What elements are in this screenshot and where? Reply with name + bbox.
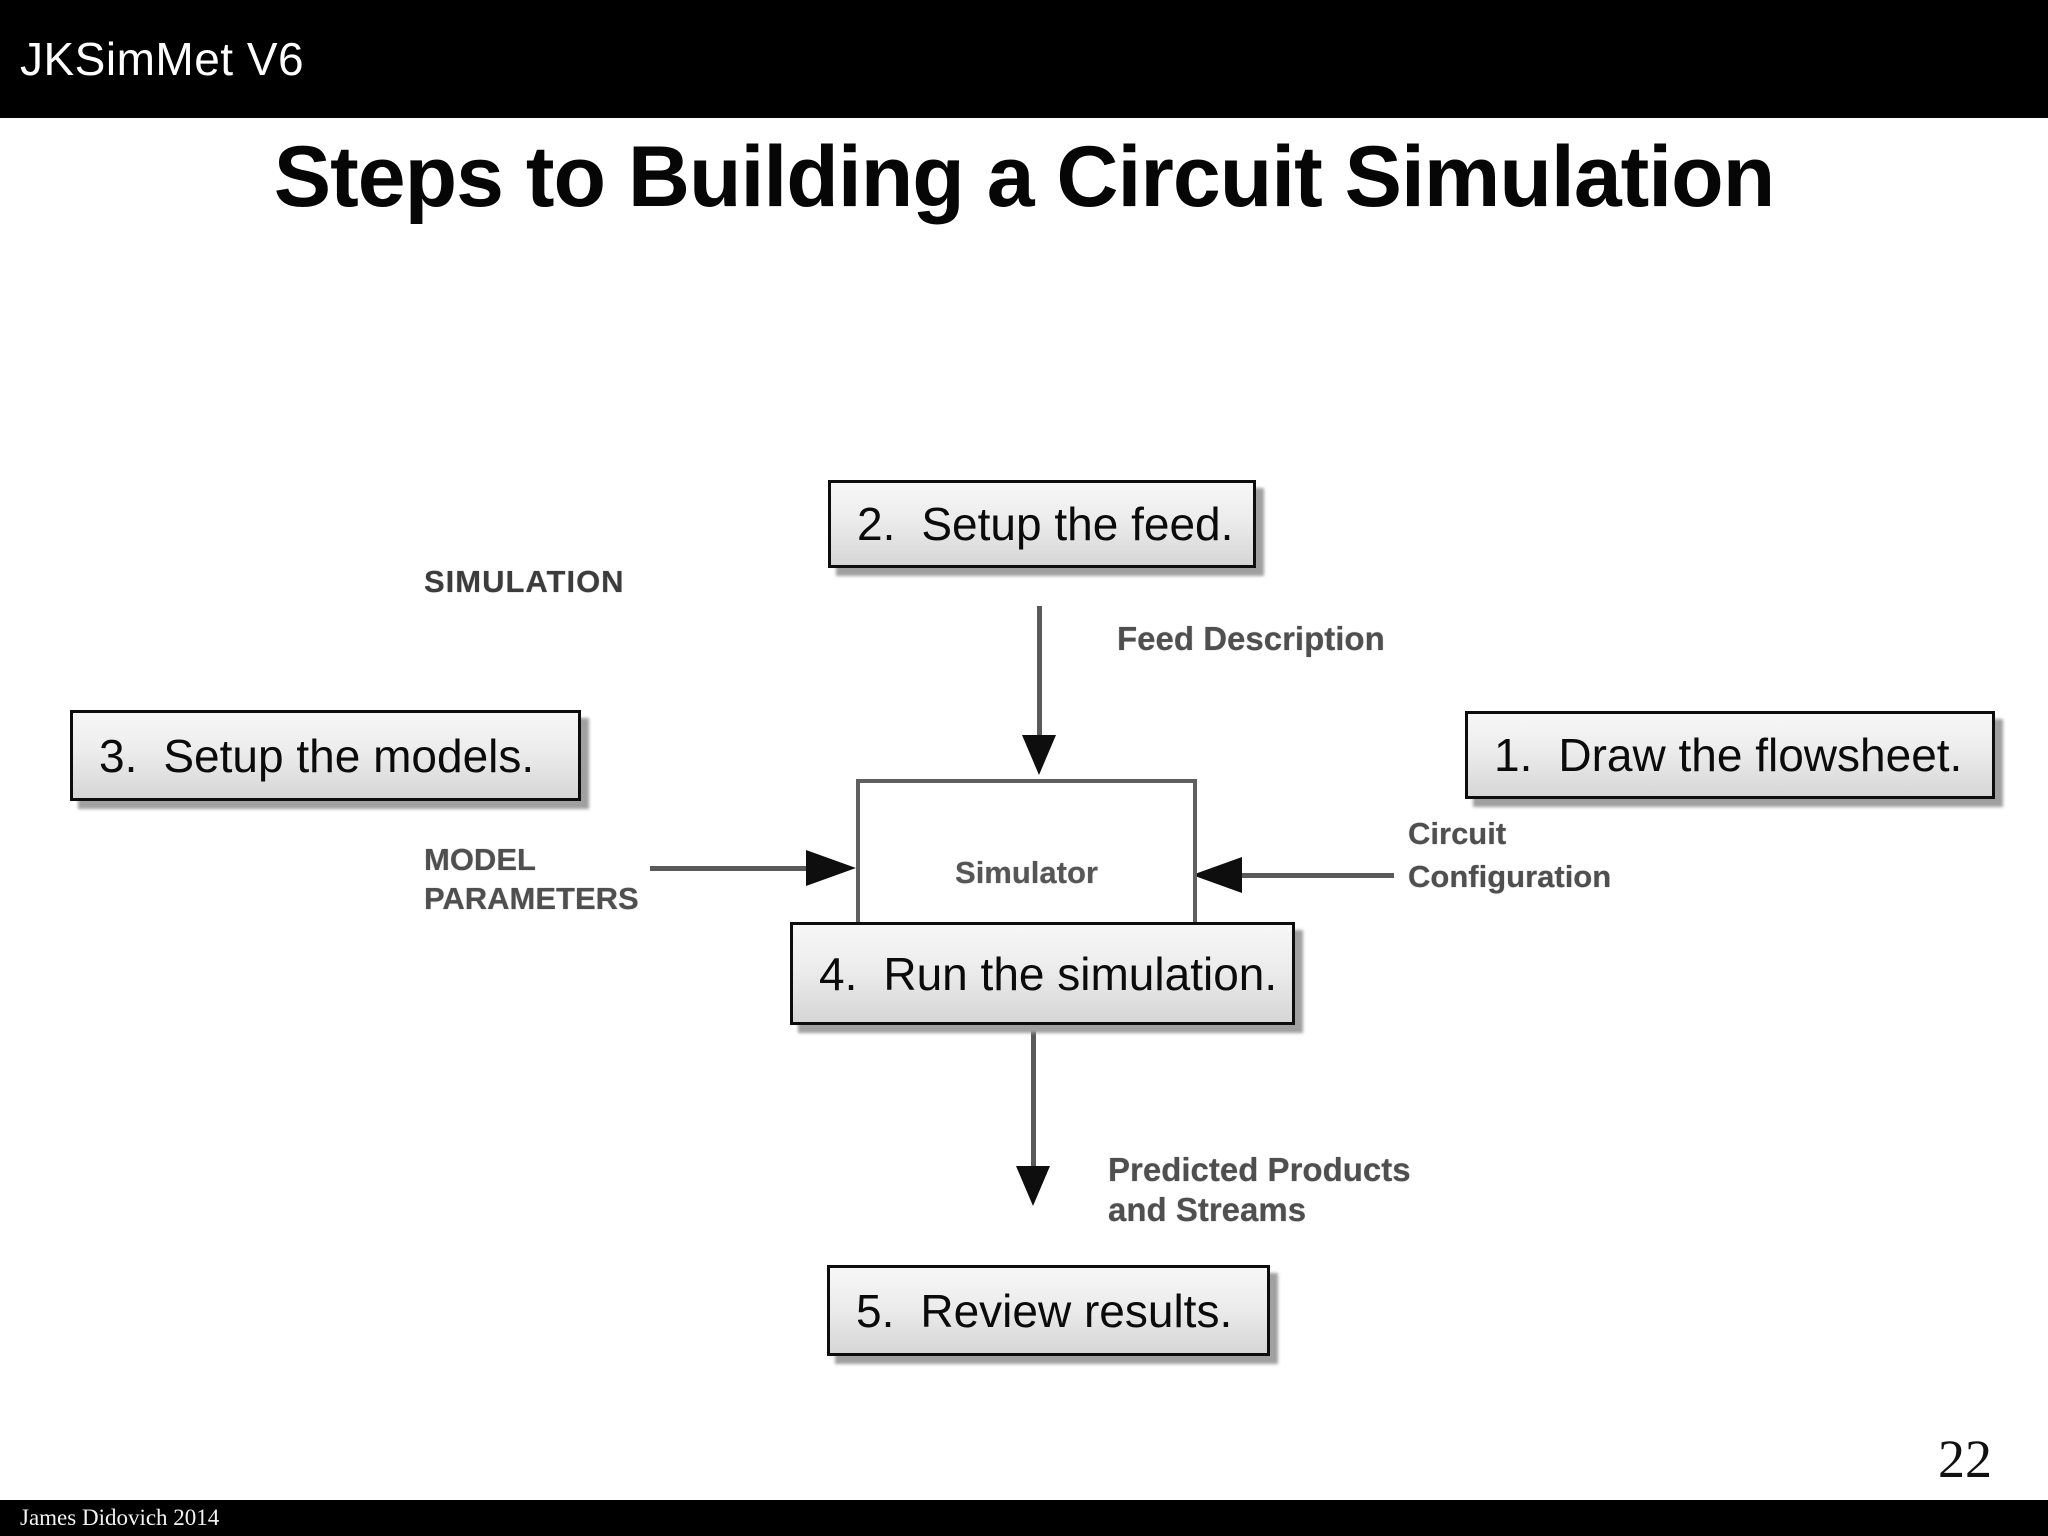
model-parameters-label: MODEL PARAMETERS [424,840,639,918]
circuit-configuration-line1: Circuit [1408,816,1507,851]
circuit-arrow-head-icon [1192,857,1242,893]
output-arrow-line [1031,1028,1036,1168]
feed-arrow-head-icon [1022,735,1056,775]
step-box-setup-feed: 2. Setup the feed. [828,480,1256,568]
step-label: Setup the models. [163,729,535,782]
header-bar: JKSimMet V6 [0,0,2048,118]
step-box-review-results: 5. Review results. [827,1265,1270,1356]
step-box-run-simulation: 4. Run the simulation. [790,922,1295,1025]
model-parameters-line1: MODEL [424,842,536,877]
step-label: Setup the feed. [921,498,1234,550]
step-number: 2. [857,498,896,550]
step-box-setup-models: 3. Setup the models. [70,710,581,801]
model-arrow-head-icon [806,850,856,886]
app-title: JKSimMet V6 [20,33,305,85]
step-number: 1. [1494,729,1533,781]
step-label: Draw the flowsheet. [1558,729,1963,781]
predicted-products-line2: and Streams [1108,1191,1307,1228]
diagram-heading: SIMULATION [424,564,625,599]
simulator-box-label: Simulator [955,855,1098,890]
footer-bar: James Didovich 2014 [0,1500,2048,1536]
model-parameters-line2: PARAMETERS [424,881,639,916]
circuit-configuration-line2: Configuration [1408,859,1612,894]
model-arrow-line [650,866,808,871]
feed-description-label: Feed Description [1117,620,1385,657]
step-box-draw-flowsheet: 1. Draw the flowsheet. [1465,711,1995,799]
step-label: Review results. [920,1284,1233,1337]
circuit-configuration-label: Circuit Configuration [1408,812,1611,898]
page-number: 22 [1938,1429,1992,1489]
predicted-products-label: Predicted Products and Streams [1108,1150,1411,1230]
slide-title: Steps to Building a Circuit Simulation [273,129,1776,225]
circuit-arrow-line [1242,873,1394,878]
step-number: 3. [99,729,138,782]
step-number: 4. [819,947,858,1000]
feed-arrow-line [1037,606,1042,738]
step-label: Run the simulation. [883,947,1278,1000]
predicted-products-line1: Predicted Products [1108,1151,1411,1188]
output-arrow-head-icon [1016,1166,1050,1206]
footer-credit: James Didovich 2014 [20,1505,220,1530]
step-number: 5. [856,1284,895,1337]
